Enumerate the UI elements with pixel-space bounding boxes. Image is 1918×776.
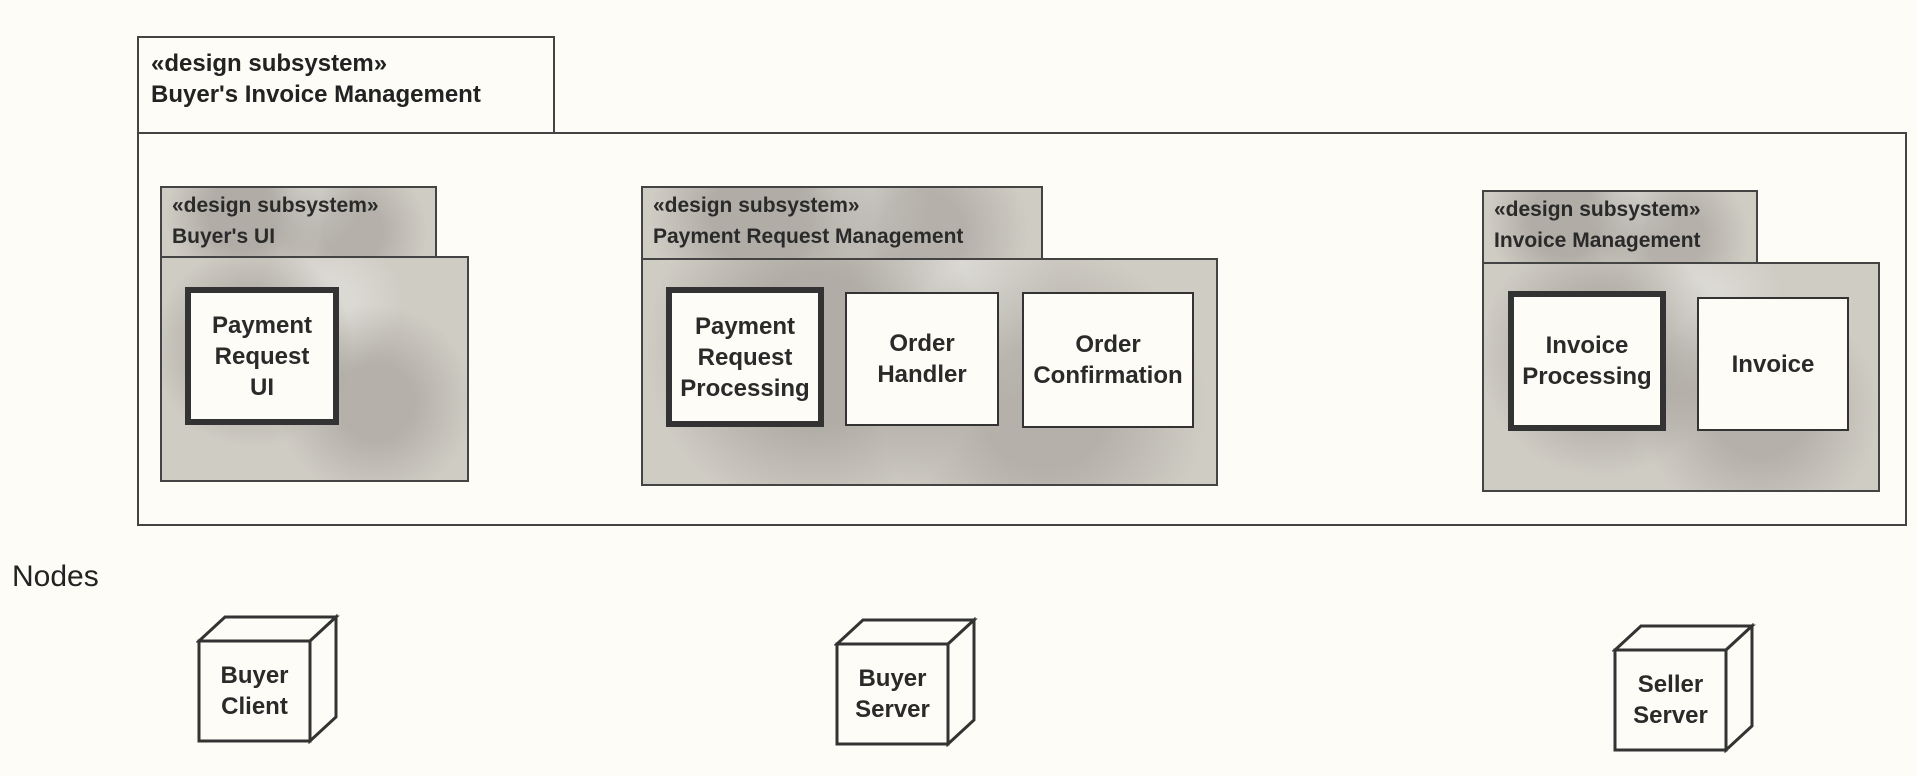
order-handler-class: Order Handler [845,292,999,426]
nodes-heading: Nodes [12,560,99,593]
payment-request-mgmt-name: Payment Request Management [653,225,964,248]
payment-request-ui-class: Payment Request UI [185,287,339,425]
class-line: Payment [694,312,796,340]
top-subsystem-name: Buyer's Invoice Management [151,81,481,108]
class-line: Request [214,342,310,370]
node-label-line: Seller [1637,671,1704,698]
class-line: Payment [211,311,313,339]
order-confirmation-class: Order Confirmation [1022,292,1194,428]
node-label-buyer-server: Buyer Server [837,644,948,744]
class-line: Invoice [1545,332,1629,359]
invoice-class: Invoice [1697,297,1849,431]
node-label-seller-server: Seller Server [1615,650,1726,750]
class-line: Processing [680,374,810,402]
invoice-mgmt-name: Invoice Management [1494,229,1701,252]
node-label-line: Buyer [220,662,289,689]
class-line: Request [697,343,793,371]
buyers-ui-stereotype: «design subsystem» [172,194,379,217]
top-subsystem-stereotype: «design subsystem» [151,50,388,77]
class-line: Order [1075,331,1141,358]
node-cube-buyer-client [196,614,340,744]
node-label-line: Buyer [858,665,927,692]
payment-request-mgmt-stereotype: «design subsystem» [653,194,860,217]
payment-request-processing-class: Payment Request Processing [666,287,824,427]
buyers-ui-tab: «design subsystem» Buyer's UI [160,186,437,258]
top-subsystem-tab: «design subsystem» Buyer's Invoice Manag… [137,36,555,134]
buyers-ui-name: Buyer's UI [172,225,276,248]
invoice-mgmt-stereotype: «design subsystem» [1494,198,1701,221]
node-label-line: Server [855,696,930,723]
class-line: UI [249,373,274,401]
class-line: Handler [877,361,967,388]
node-cube-seller-server [1612,623,1756,753]
invoice-mgmt-tab: «design subsystem» Invoice Management [1482,190,1758,264]
node-label-buyer-client: Buyer Client [199,641,310,741]
class-line: Invoice [1731,350,1815,378]
invoice-processing-class: Invoice Processing [1508,291,1666,431]
class-line: Order [889,330,955,357]
node-cube-buyer-server [834,617,978,747]
payment-request-mgmt-tab: «design subsystem» Payment Request Manag… [641,186,1043,260]
class-line: Confirmation [1033,362,1183,389]
class-line: Processing [1522,363,1652,390]
node-label-line: Server [1633,702,1708,729]
node-label-line: Client [221,693,288,720]
